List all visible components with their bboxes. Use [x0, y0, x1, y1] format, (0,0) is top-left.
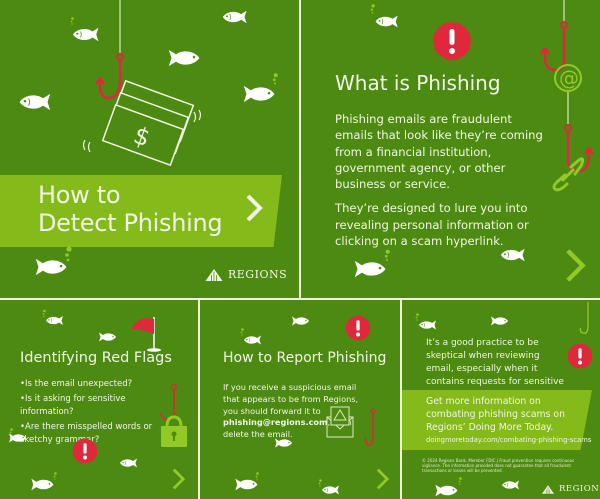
fish-icon	[490, 316, 510, 326]
panel-how-to-report-phishing: How to Report Phishing If you receive a …	[200, 300, 400, 499]
chevron-right-icon[interactable]	[565, 249, 587, 282]
panel-what-is-phishing: What is Phishing Phishing emails are fra…	[301, 0, 600, 298]
hook-with-money-icon: $	[82, 0, 202, 167]
fish-icon	[220, 10, 248, 24]
fish-icon	[16, 93, 52, 111]
fish-icon	[500, 480, 520, 490]
hooks-at-link-icon: @	[539, 0, 595, 192]
fish-icon	[118, 458, 138, 468]
fishing-hook-icon	[579, 302, 589, 334]
fish-icon	[242, 85, 278, 103]
list-item-text: Is the email unexpected?	[25, 379, 133, 389]
regions-logo-text: Regions	[559, 484, 600, 494]
alert-icon	[432, 21, 472, 61]
body-paragraph: Phishing emails are fraudulent emails th…	[335, 112, 543, 192]
panel-title: What is Phishing	[335, 71, 501, 95]
body-paragraph: They’re designed to lure you into reveal…	[335, 201, 529, 249]
list-item: •Is the email unexpected?	[20, 379, 133, 389]
panel-title: Identifying Red Flags	[20, 350, 172, 366]
hook-with-lock-icon	[159, 383, 187, 447]
fish-icon	[274, 438, 294, 448]
fish-icon	[417, 320, 437, 330]
chevron-right-icon[interactable]	[244, 193, 264, 223]
fish-icon	[242, 335, 262, 345]
regions-logo: Regions	[542, 484, 600, 494]
red-flag-icon	[131, 317, 161, 352]
fish-icon	[498, 248, 526, 262]
alert-icon	[567, 343, 593, 369]
panel-identifying-red-flags: Identifying Red Flags •Is the email unex…	[0, 300, 198, 499]
list-item: •Is it asking for sensitive information?	[20, 393, 126, 418]
red-flags-list: •Is the email unexpected? •Is it asking …	[20, 378, 170, 449]
fish-icon	[371, 15, 401, 28]
panel-how-to-detect-phishing: $ How to Detect Phishing Regions	[0, 0, 299, 298]
bubbles-icon	[70, 15, 74, 27]
fish-icon	[353, 260, 389, 278]
title-line-1: How to	[38, 181, 121, 209]
chevron-right-icon[interactable]	[376, 467, 390, 491]
fish-icon	[320, 485, 340, 495]
fishing-hook-icon	[364, 408, 376, 447]
fish-icon	[34, 258, 70, 276]
regions-logo-mark-icon	[542, 485, 554, 494]
title-banner	[0, 175, 282, 247]
fish-icon	[98, 332, 118, 342]
legal-disclaimer: © 2024 Regions Bank. Member FDIC | Fraud…	[422, 458, 575, 474]
cta-banner	[402, 390, 592, 450]
panel-title: How to Detect Phishing	[38, 181, 223, 237]
fish-icon	[44, 315, 64, 326]
body-text: If you receive a suspicious email that a…	[223, 382, 359, 416]
more-info-link[interactable]: doingmoretoday.com/combating-phishing-sc…	[426, 436, 592, 444]
panel-body: Phishing emails are fraudulent emails th…	[335, 111, 545, 257]
regions-logo-text: Regions	[228, 268, 288, 281]
list-item: •Are there misspelled words or sketchy g…	[20, 421, 153, 446]
chevron-right-icon[interactable]	[172, 467, 186, 491]
panel-title: How to Report Phishing	[223, 350, 387, 366]
fish-icon	[8, 433, 28, 443]
list-item-text: Is it asking for sensitive information?	[20, 393, 126, 418]
title-line-2: Detect Phishing	[38, 209, 223, 237]
alert-icon	[345, 315, 371, 341]
fish-icon	[234, 478, 260, 491]
fish-icon	[30, 478, 56, 491]
list-item-text: Are there misspelled words or sketchy gr…	[20, 421, 153, 446]
alert-icon	[72, 438, 98, 464]
cta-text: Get more information on combating phishi…	[426, 396, 565, 433]
fish-icon	[434, 484, 460, 497]
envelope-warning-icon	[326, 406, 354, 438]
bubbles-icon	[370, 2, 375, 16]
fish-icon	[291, 316, 311, 326]
regions-logo-mark-icon	[205, 269, 223, 281]
panel-skeptical-practice: It’s a good practice to be skeptical whe…	[402, 300, 600, 499]
report-email-link[interactable]: phishing@regions.com	[223, 417, 328, 428]
svg-text:@: @	[559, 66, 579, 90]
regions-logo: Regions	[205, 268, 287, 281]
